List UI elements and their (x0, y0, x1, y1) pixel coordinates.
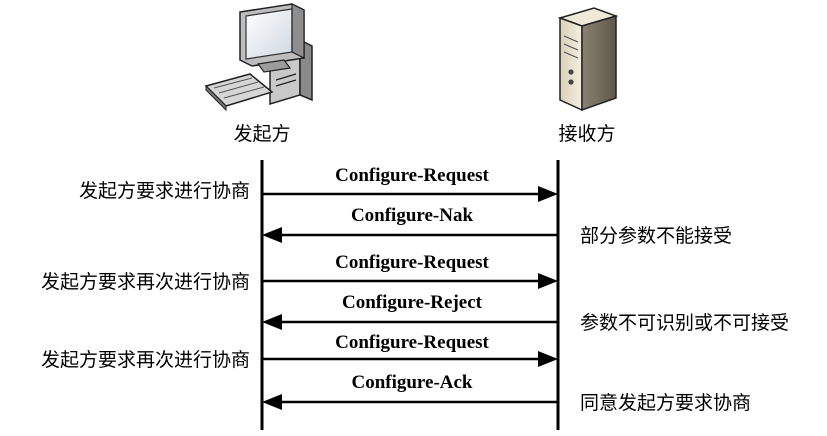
left-note: 发起方要求再次进行协商 (41, 271, 250, 293)
message-label: Configure-Request (335, 252, 489, 273)
arrowhead (538, 273, 558, 289)
left-note: 发起方要求再次进行协商 (41, 349, 250, 371)
message-5: Configure-Request 发起方要求再次进行协商 (41, 332, 558, 371)
server-tower-icon (557, 7, 619, 112)
message-6: Configure-Ack 同意发起方要求协商 (262, 372, 751, 414)
desktop-computer-icon (204, 3, 313, 112)
arrowhead (262, 227, 282, 243)
message-3: Configure-Request 发起方要求再次进行协商 (41, 252, 558, 293)
arrowhead (538, 186, 558, 202)
message-label: Configure-Ack (351, 372, 472, 393)
message-label: Configure-Request (335, 332, 489, 353)
receiver-label: 接收方 (558, 123, 615, 145)
right-note: 部分参数不能接受 (580, 225, 732, 247)
right-note: 参数不可识别或不可接受 (580, 312, 789, 334)
arrowhead (538, 351, 558, 367)
left-note: 发起方要求进行协商 (79, 180, 250, 202)
arrowhead (262, 394, 282, 410)
message-4: Configure-Reject 参数不可识别或不可接受 (262, 292, 789, 334)
arrowhead (262, 314, 282, 330)
message-1: Configure-Request 发起方要求进行协商 (79, 165, 558, 202)
message-label: Configure-Nak (351, 205, 474, 226)
right-note: 同意发起方要求协商 (580, 392, 751, 414)
message-label: Configure-Request (335, 165, 489, 186)
initiator-label: 发起方 (233, 123, 290, 145)
message-2: Configure-Nak 部分参数不能接受 (262, 205, 732, 247)
message-label: Configure-Reject (342, 292, 483, 313)
